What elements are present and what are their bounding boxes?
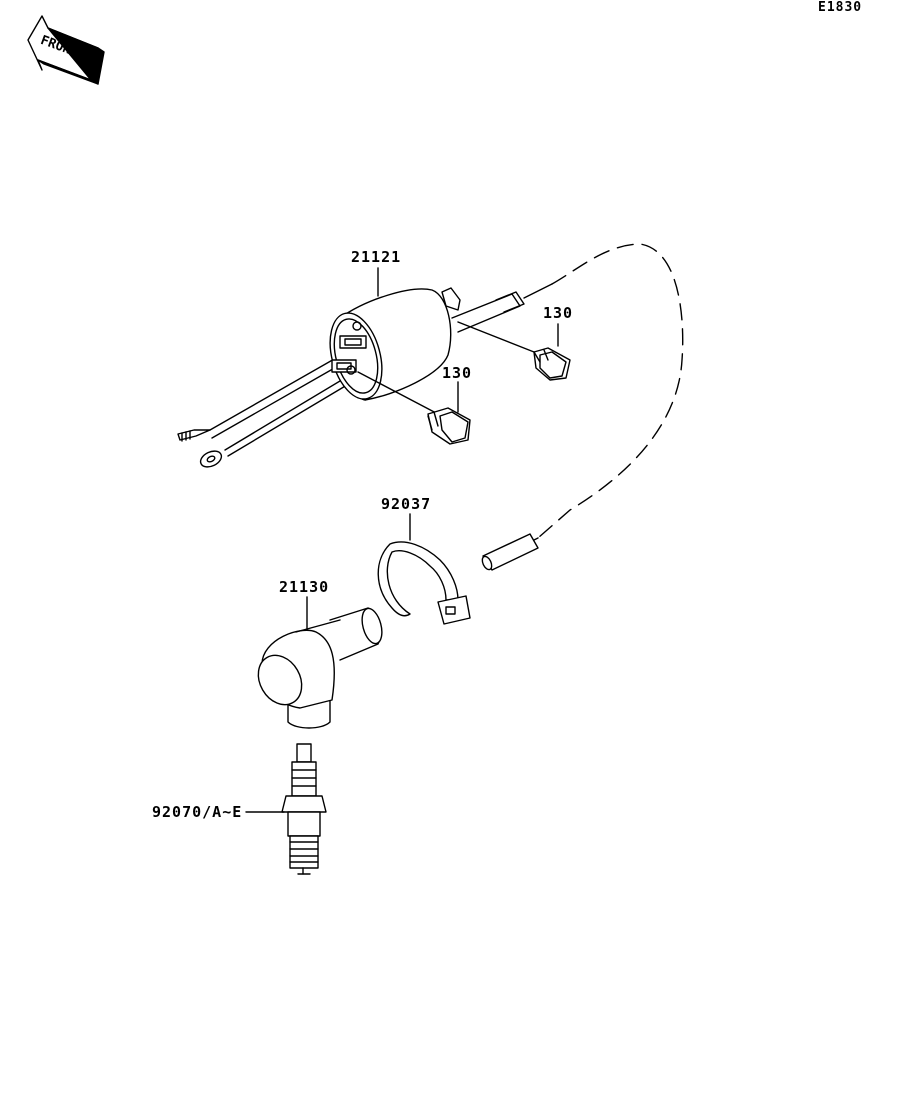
bolt-lower [357, 371, 471, 445]
clamp [377, 541, 471, 625]
diagram-code: E1830 [818, 0, 863, 15]
bolt-upper [457, 321, 571, 381]
coil-wires [177, 357, 348, 468]
part-label-plug-cap: 21130 [279, 578, 330, 596]
part-label-ignition-coil: 21121 [351, 248, 402, 266]
spark-plug [281, 743, 327, 875]
part-label-spark-plug: 92070/A~E [152, 803, 243, 821]
front-arrow-icon: FRONT [27, 15, 105, 85]
ht-lead [481, 243, 684, 571]
plug-cap [257, 607, 383, 729]
ignition-coil [329, 287, 525, 401]
leader-lines [245, 267, 559, 813]
part-label-bolt-upper: 130 [543, 304, 574, 322]
part-label-bolt-lower: 130 [442, 364, 473, 382]
part-label-clamp: 92037 [381, 495, 432, 513]
